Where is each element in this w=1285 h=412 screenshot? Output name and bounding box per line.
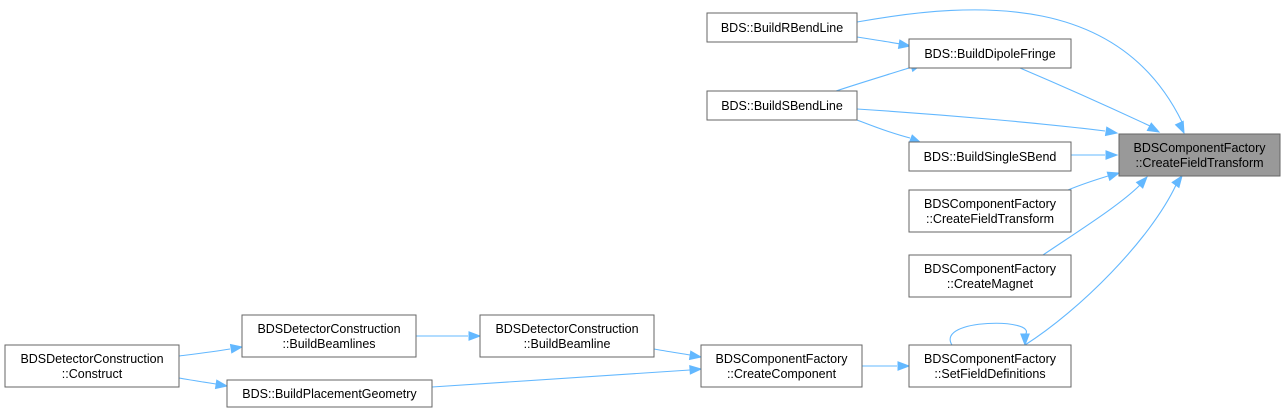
edge-line (653, 348, 691, 356)
edge-line (1042, 184, 1141, 256)
edge-line (1067, 175, 1109, 191)
node-box[interactable] (1118, 133, 1281, 177)
node-cft2[interactable]: BDSComponentFactory::CreateFieldTransfor… (908, 189, 1072, 233)
arrowhead-icon (1146, 122, 1161, 133)
node-box[interactable] (908, 189, 1072, 233)
node-magnet[interactable]: BDSComponentFactory::CreateMagnet (908, 254, 1072, 298)
node-label-line: BDS::BuildSingleSBend (924, 150, 1057, 164)
node-setfield[interactable]: BDSComponentFactory::SetFieldDefinitions (908, 344, 1072, 388)
edge-dipole-to-focus (1019, 67, 1161, 133)
edge-line (856, 119, 911, 139)
edge-beamlines-to-beamline (416, 331, 482, 341)
node-label-line: ::CreateFieldTransform (926, 212, 1054, 226)
node-label-line: ::BuildBeamline (524, 337, 611, 351)
edge-beamline-to-createcomp (653, 348, 703, 361)
arrowhead-icon (1020, 333, 1030, 347)
edge-sbendline-to-singlesbend (856, 119, 923, 144)
edge-line (1019, 67, 1151, 127)
node-box[interactable] (908, 38, 1072, 69)
arrowhead-icon (1106, 171, 1121, 182)
node-box[interactable] (479, 314, 655, 358)
node-label-line: BDSComponentFactory (924, 352, 1057, 366)
edge-line (431, 369, 691, 388)
node-label-line: BDS::BuildDipoleFringe (924, 47, 1055, 61)
edge-line (178, 348, 231, 357)
arrowhead-icon (1171, 174, 1183, 189)
edge-line (835, 66, 913, 92)
edge-line (856, 36, 901, 45)
edge-sbendline-to-focus (856, 108, 1119, 137)
edge-magnet-to-focus (1042, 175, 1148, 256)
node-singlesbend[interactable]: BDS::BuildSingleSBend (908, 141, 1072, 172)
node-label-line: ::CreateMagnet (947, 277, 1034, 291)
edge-rbend-to-dipole (856, 36, 912, 49)
node-box[interactable] (706, 12, 858, 43)
node-label-line: BDSComponentFactory (924, 262, 1057, 276)
edge-construct-to-beamlines (178, 343, 244, 357)
graph-nodes: BDSComponentFactory::CreateFieldTransfor… (4, 12, 1281, 408)
node-construct[interactable]: BDSDetectorConstruction::Construct (4, 344, 180, 388)
node-box[interactable] (908, 254, 1072, 298)
arrowhead-icon (229, 343, 244, 354)
edge-singlesbend-to-focus (1071, 150, 1119, 160)
node-label-line: BDS::BuildSBendLine (721, 99, 843, 113)
arrowhead-icon (1104, 126, 1119, 137)
node-placement[interactable]: BDS::BuildPlacementGeometry (226, 379, 433, 408)
node-box[interactable] (226, 379, 433, 408)
node-box[interactable] (908, 141, 1072, 172)
node-label-line: BDSComponentFactory (924, 197, 1057, 211)
edge-setfield-to-setfield (949, 322, 1030, 347)
node-beamlines[interactable]: BDSDetectorConstruction::BuildBeamlines (241, 314, 417, 358)
arrowhead-icon (897, 39, 912, 49)
arrowhead-icon (689, 364, 703, 375)
node-label-line: BDSComponentFactory (1133, 141, 1266, 155)
arrowhead-icon (1105, 150, 1119, 160)
node-box[interactable] (241, 314, 417, 358)
edge-setfield-to-focus (1024, 174, 1183, 346)
node-createcomp[interactable]: BDSComponentFactory::CreateComponent (700, 344, 863, 388)
node-label-line: ::SetFieldDefinitions (934, 367, 1045, 381)
edge-construct-to-placement (178, 377, 229, 390)
edge-placement-to-createcomp (431, 364, 703, 388)
node-sbendline[interactable]: BDS::BuildSBendLine (706, 90, 858, 121)
arrowhead-icon (688, 350, 703, 361)
node-box[interactable] (700, 344, 863, 388)
arrowhead-icon (214, 379, 229, 390)
arrowhead-icon (1174, 120, 1185, 135)
edge-line (949, 322, 1027, 346)
edge-line (1024, 184, 1177, 346)
node-focus[interactable]: BDSComponentFactory::CreateFieldTransfor… (1118, 133, 1281, 177)
node-box[interactable] (4, 344, 180, 388)
node-label-line: BDSDetectorConstruction (495, 322, 638, 336)
arrowhead-icon (1135, 175, 1148, 189)
node-label-line: ::CreateComponent (727, 367, 837, 381)
node-beamline[interactable]: BDSDetectorConstruction::BuildBeamline (479, 314, 655, 358)
node-label-line: BDSComponentFactory (715, 352, 848, 366)
node-rbend[interactable]: BDS::BuildRBendLine (706, 12, 858, 43)
edge-cft2-to-focus (1067, 171, 1121, 191)
edge-rbend-to-focus (856, 9, 1185, 135)
node-label-line: BDSDetectorConstruction (20, 352, 163, 366)
arrowhead-icon (468, 331, 482, 341)
edge-line (856, 9, 1183, 123)
edge-createcomp-to-setfield (862, 361, 911, 371)
node-box[interactable] (706, 90, 858, 121)
node-label-line: ::CreateFieldTransform (1135, 156, 1263, 170)
edge-line (178, 377, 217, 385)
node-label-line: ::BuildBeamlines (282, 337, 375, 351)
node-label-line: ::Construct (62, 367, 123, 381)
arrowhead-icon (897, 361, 911, 371)
node-box[interactable] (908, 344, 1072, 388)
edge-line (856, 108, 1106, 132)
node-label-line: BDS::BuildPlacementGeometry (242, 387, 417, 401)
node-label-line: BDSDetectorConstruction (257, 322, 400, 336)
node-dipole[interactable]: BDS::BuildDipoleFringe (908, 38, 1072, 69)
node-label-line: BDS::BuildRBendLine (721, 21, 843, 35)
